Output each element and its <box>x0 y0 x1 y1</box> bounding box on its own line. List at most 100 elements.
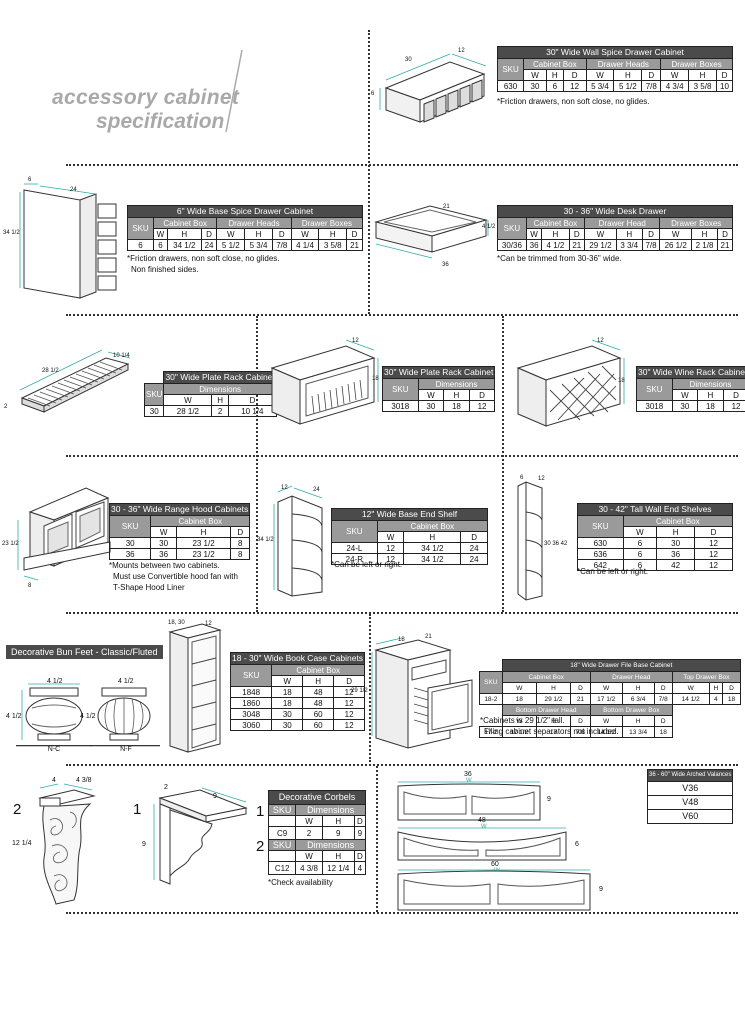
file-illustration <box>371 637 473 749</box>
hood-dim-h: 23 1/2 <box>2 541 19 547</box>
plate30-dim-h: 2 <box>4 404 8 410</box>
valance-title: 36 - 60" Wide Arched Valances <box>646 769 734 782</box>
wine-dim-d: 12 <box>597 338 604 344</box>
endshelf-title: 12" Wide Base End Shelf <box>331 508 488 521</box>
bookcase-dim-w: 18, 30 <box>168 620 185 626</box>
bun-nc-label: N-C <box>16 745 92 753</box>
plate3018-dim-d: 12 <box>352 338 359 344</box>
plate3018-title: 30" Wide Plate Rack Cabinet <box>381 366 496 379</box>
file-dim-h: 29 1/2 <box>351 688 368 694</box>
corbels-num-2: 2 <box>256 838 265 855</box>
bun-nf-w: 4 1/2 <box>118 678 134 685</box>
valance-table: 36 - 60" Wide Arched Valances V36 V48 V6… <box>646 769 734 824</box>
corbel-c12-illustration <box>38 783 96 905</box>
spice6-title: 6" Wide Base Spice Drawer Cabinet <box>127 205 363 218</box>
plate30-illustration <box>19 349 131 413</box>
file-title: 18" Wide Drawer File Base Cabinet <box>501 659 742 672</box>
corbel-dim-d2: 9 <box>213 793 217 800</box>
v36-dim-h: 9 <box>547 796 551 803</box>
v48-letter-w: W <box>481 824 487 830</box>
spice6-dim-w: 6 <box>28 177 32 183</box>
corbel-dim-w2: 2 <box>164 784 168 791</box>
hood-illustration <box>17 487 111 581</box>
table-row: V36 <box>646 781 734 796</box>
valance-v60-illustration <box>397 869 591 911</box>
hood-note1: *Mounts between two cabinets. <box>109 561 220 570</box>
desk-illustration <box>374 205 489 259</box>
wine-dim-h: 18 <box>618 378 625 384</box>
corbel-dim-d1: 4 3/8 <box>76 777 92 784</box>
wallend-note: *Can be left or right. <box>577 567 649 576</box>
endshelf-illustration <box>273 485 323 597</box>
group-drawer-heads: Drawer Heads <box>585 58 662 70</box>
file-dim-w: 18 <box>398 637 405 643</box>
hood-dim-d: 8 <box>28 583 32 589</box>
endshelf-note: *Can be left or right. <box>331 560 403 569</box>
corbel-c9-illustration <box>153 787 248 885</box>
wallend-title: 30 - 42" Tall Wall End Shelves <box>577 503 733 516</box>
file-note2: Filing cabinet separators not included. <box>484 727 619 736</box>
spice6-note1: *Friction drawers, non soft close, no gl… <box>127 254 280 263</box>
page-title-line1: accessory cabinet <box>52 86 240 109</box>
group-cabinet-box: Cabinet Box <box>523 58 587 70</box>
wallend-dim-d: 12 <box>538 476 545 482</box>
wine-illustration <box>516 339 625 427</box>
bun-classic-illustration <box>16 683 92 747</box>
table-row: V48 <box>646 795 734 810</box>
spice6-dim-d: 24 <box>70 187 77 193</box>
wallend-dim-w: 6 <box>520 475 524 481</box>
spice30-dim-d: 12 <box>458 48 465 54</box>
hood-note3: T-Shape Hood Liner <box>113 583 185 592</box>
v36-letter-w: W <box>466 778 472 784</box>
corbel-dim-h1: 12 1/4 <box>12 840 32 847</box>
v60-dim-w: 60 <box>491 861 499 868</box>
bookcase-title: 18 - 30" Wide Book Case Cabinets <box>229 652 366 665</box>
file-dim-d: 21 <box>425 634 432 640</box>
spice30-note: *Friction drawers, non soft close, no gl… <box>497 97 650 106</box>
valance-v48-illustration <box>397 827 567 861</box>
desk-dim-h: 4 1/2 <box>482 224 496 230</box>
desk-title: 30 - 36" Wide Desk Drawer <box>497 205 733 218</box>
wine-title: 30" Wide Wine Rack Cabinet <box>635 366 745 379</box>
bookcase-illustration <box>168 623 222 753</box>
hood-note2: Must use Convertible hood fan with <box>113 572 238 581</box>
plate3018-illustration <box>270 339 379 425</box>
plate30-dim-d: 10 1/4 <box>113 353 130 359</box>
bun-nc-h: 4 1/2 <box>6 713 22 720</box>
corbels-num-1: 1 <box>256 803 265 820</box>
v48-dim-h: 6 <box>575 841 579 848</box>
desk-dim-w: 36 <box>442 262 449 268</box>
plate30-dim-w: 28 1/2 <box>42 368 59 374</box>
spice30-title: 30" Wide Wall Spice Drawer Cabinet <box>497 46 733 59</box>
bunfeet-title: Decorative Bun Feet - Classic/Fluted <box>6 645 163 659</box>
v48-dim-w: 48 <box>478 817 486 824</box>
endshelf-dim-w: 12 <box>281 485 288 491</box>
desk-note: *Can be trimmed from 30-36" wide. <box>497 254 622 263</box>
desk-dim-d: 21 <box>443 204 450 210</box>
wallend-illustration <box>517 481 543 601</box>
bookcase-dim-d: 12 <box>205 621 212 627</box>
